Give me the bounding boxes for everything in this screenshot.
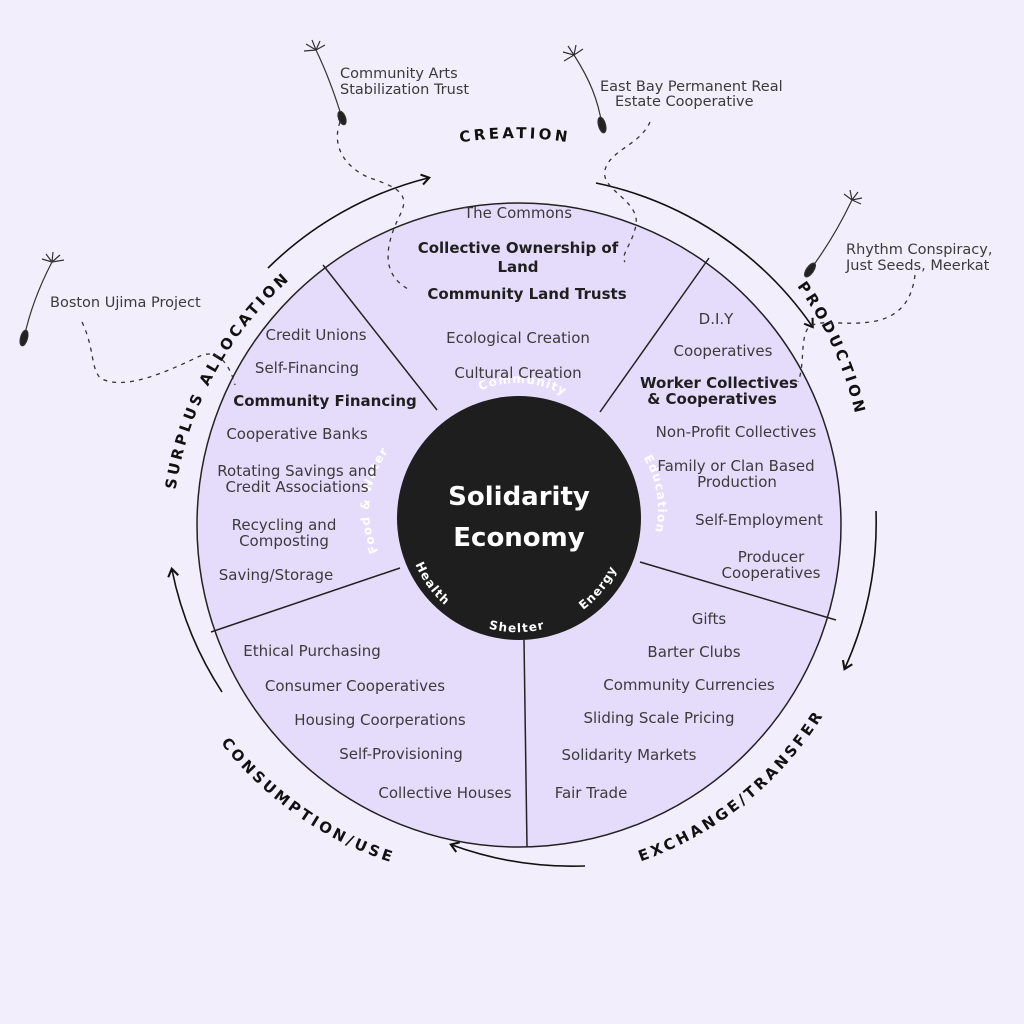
annotation-rhythm-line2: Just Seeds, Meerkat (845, 258, 990, 274)
item-consumer-cooperatives: Consumer Cooperatives (265, 677, 445, 695)
item-collective-houses: Collective Houses (378, 784, 511, 802)
item-community-financing: Community Financing (233, 392, 417, 410)
item-collective-ownership-line1: Collective Ownership of (418, 239, 619, 257)
item-gifts: Gifts (692, 610, 727, 628)
item-community-land-trusts: Community Land Trusts (427, 285, 626, 303)
annotation-rhythm-line1: Rhythm Conspiracy, (846, 242, 992, 258)
item-family-clan-line1: Family or Clan Based (657, 457, 814, 475)
item-the-commons: The Commons (463, 204, 572, 222)
item-housing-coorperations: Housing Coorperations (294, 711, 466, 729)
item-recycling-line1: Recycling and (232, 516, 337, 534)
item-diy: D.I.Y (699, 310, 735, 328)
item-ethical-purchasing: Ethical Purchasing (243, 642, 381, 660)
annotation-eastbay-line1: East Bay Permanent Real (600, 79, 783, 95)
item-family-clan-line2: Production (697, 473, 777, 491)
item-self-financing: Self-Financing (255, 359, 359, 377)
dandelion-seed-icon (303, 39, 347, 126)
item-worker-collectives-line2: & Cooperatives (647, 390, 777, 408)
label-creation: CREATION (458, 124, 571, 146)
item-solidarity-markets: Solidarity Markets (562, 746, 697, 764)
annotation-eastbay-line2: Estate Cooperative (615, 94, 754, 110)
item-self-employment: Self-Employment (695, 511, 823, 529)
center-title-line1: Solidarity (448, 482, 590, 512)
item-saving-storage: Saving/Storage (219, 566, 334, 584)
annotation-boston-ujima: Boston Ujima Project (50, 295, 201, 311)
item-self-provisioning: Self-Provisioning (339, 745, 463, 763)
sector-dividers (210, 257, 837, 848)
dashed-connectors (81, 121, 916, 386)
item-non-profit-collectives: Non-Profit Collectives (656, 423, 817, 441)
sector-production: D.I.Y Cooperatives Worker Collectives & … (640, 310, 823, 582)
center-title-line2: Economy (453, 523, 584, 553)
annotation-arts-line1: Community Arts (340, 66, 458, 82)
cycle-arrows (167, 173, 877, 868)
sector-surplus-allocation: Credit Unions Self-Financing Community F… (217, 326, 417, 584)
item-cooperative-banks: Cooperative Banks (226, 425, 368, 443)
sector-creation: The Commons Collective Ownership of Land… (418, 204, 627, 382)
item-producer-coops-line1: Producer (738, 548, 805, 566)
item-recycling-line2: Composting (239, 532, 329, 550)
item-worker-collectives-line1: Worker Collectives (640, 374, 798, 392)
item-credit-unions: Credit Unions (265, 326, 366, 344)
item-rotating-savings-line2: Credit Associations (225, 478, 368, 496)
center-circle (397, 396, 641, 640)
annotation-arts-line2: Stabilization Trust (340, 82, 469, 98)
item-sliding-scale-pricing: Sliding Scale Pricing (583, 709, 734, 727)
sector-exchange: Gifts Barter Clubs Community Currencies … (555, 610, 775, 802)
item-ecological-creation: Ecological Creation (446, 329, 590, 347)
dandelion-seed-icon (562, 44, 607, 134)
item-collective-ownership-line2: Land (497, 258, 538, 276)
inner-shelter: Shelter (488, 618, 546, 635)
dandelion-seed-icon (803, 189, 863, 278)
item-community-currencies: Community Currencies (603, 676, 775, 694)
item-rotating-savings-line1: Rotating Savings and (217, 462, 376, 480)
item-barter-clubs: Barter Clubs (647, 643, 740, 661)
sector-consumption: Ethical Purchasing Consumer Cooperatives… (243, 642, 512, 802)
item-cultural-creation: Cultural Creation (454, 364, 581, 382)
dandelion-seed-icon (19, 251, 65, 347)
item-cooperatives: Cooperatives (674, 342, 773, 360)
item-fair-trade: Fair Trade (555, 784, 628, 802)
item-producer-coops-line2: Cooperatives (722, 564, 821, 582)
